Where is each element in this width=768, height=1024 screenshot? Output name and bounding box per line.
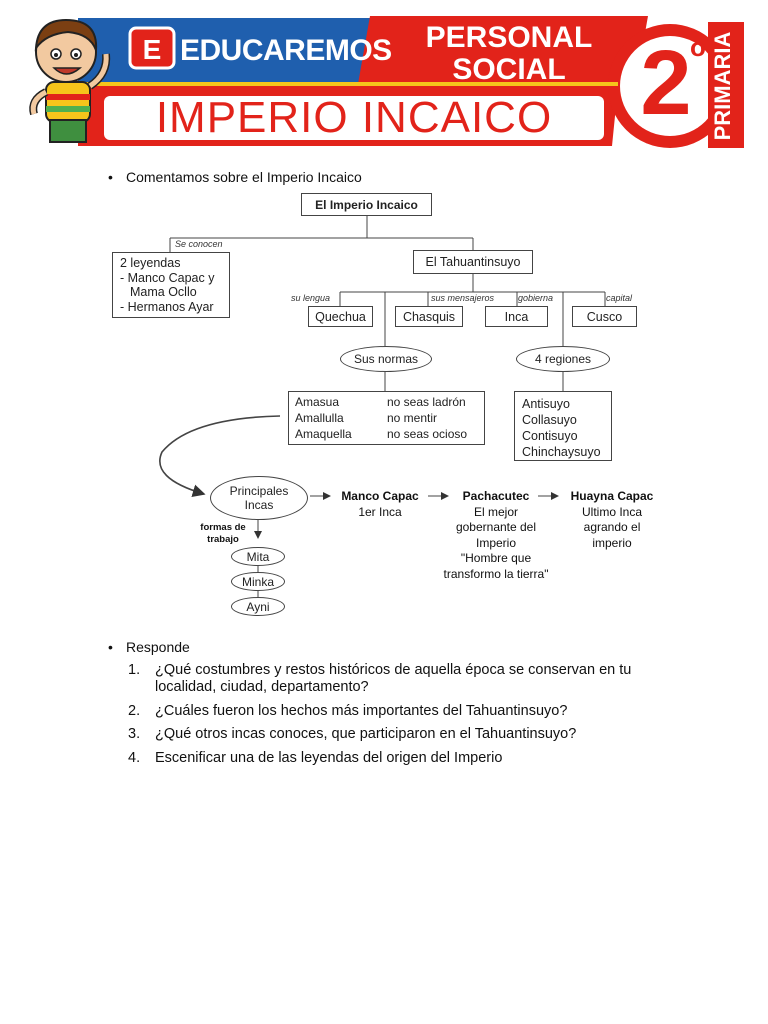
header-graphic (18, 14, 746, 150)
inca-name: Pachacutec (462, 489, 530, 503)
question-item: 4. Escenificar una de las leyendas del o… (128, 750, 668, 767)
norms-box: Amasua no seas ladrón Amallulla no menti… (288, 391, 485, 445)
regions-box: Antisuyo Collasuyo Contisuyo Chinchaysuy… (514, 391, 612, 461)
header-banner: E EDUCAREMOS PERSONAL SOCIAL IMPERIO INC… (18, 14, 746, 150)
subject-line-1: PERSONAL (425, 21, 593, 54)
work-label-line: trabajo (207, 534, 239, 545)
inca-desc: transformo la tierra" (443, 566, 549, 581)
branch-quechua: Quechua (308, 306, 373, 327)
region-item: Collasuyo (522, 413, 577, 427)
respond-bullet-line: • Responde (108, 639, 190, 655)
norm-right: no seas ladrón (387, 395, 466, 409)
intro-text: Comentamos sobre el Imperio Incaico (126, 169, 362, 185)
question-number: 3. (128, 726, 141, 742)
inca-huayna-capac: Huayna Capac Ultimo Inca agrando el impe… (562, 489, 662, 551)
branch-chasquis: Chasquis (395, 306, 463, 327)
normas-node: Sus normas (340, 346, 432, 372)
norm-right: no mentir (387, 411, 438, 425)
principales-node: Principales Incas (210, 476, 308, 520)
inca-desc: imperio (592, 535, 632, 550)
inca-pachacutec: Pachacutec El mejor gobernante del Imper… (426, 489, 566, 582)
inca-desc: Imperio (475, 535, 516, 550)
concept-map: El Imperio Incaico Se conocen 2 leyendas… (112, 193, 662, 616)
question-item: 3. ¿Qué otros incas conoces, que partici… (128, 726, 668, 743)
inca-desc: gobernante del (455, 520, 537, 534)
label-capital: capital (606, 293, 633, 303)
legends-line: - Hermanos Ayar (120, 299, 214, 314)
question-number: 1. (128, 662, 141, 678)
principales-line: Principales (229, 484, 289, 498)
norm-left: Amallulla (295, 411, 344, 425)
inca-desc: Ultimo Inca (581, 504, 643, 519)
brand-logo-letter: E (142, 34, 162, 65)
region-item: Chinchaysuyo (522, 445, 601, 459)
principales-line: Incas (244, 498, 274, 512)
inca-desc: 1er Inca (358, 504, 402, 519)
norm-right: no seas ocioso (387, 427, 468, 441)
topic-title: IMPERIO INCAICO (155, 93, 553, 142)
question-item: 2. ¿Cuáles fueron los hechos más importa… (128, 703, 668, 720)
legends-line: 2 leyendas (120, 256, 181, 270)
root-node: El Imperio Incaico (301, 193, 432, 216)
question-number: 4. (128, 750, 141, 766)
work-minka: Minka (231, 572, 285, 591)
legends-line: - Manco Capac y (120, 270, 215, 285)
respond-title: Responde (126, 639, 190, 655)
regiones-node: 4 regiones (516, 346, 610, 372)
mascot-kid-icon (29, 18, 111, 143)
inca-name: Huayna Capac (570, 489, 654, 503)
work-label: formas de trabajo (196, 522, 250, 546)
inca-desc: "Hombre que (460, 551, 532, 565)
inca-desc: El mejor (473, 504, 518, 519)
legends-line: Mama Ocllo (130, 285, 197, 299)
norm-left: Amasua (295, 395, 340, 409)
question-text: ¿Cuáles fueron los hechos más importante… (155, 703, 568, 719)
inca-desc: agrando el (583, 520, 641, 534)
grade-number: 2 (640, 32, 692, 134)
concept-map-lines (159, 216, 606, 597)
question-text: ¿Qué costumbres y restos históricos de a… (155, 662, 632, 695)
label-su-lengua: su lengua (291, 293, 331, 303)
brand-name: EDUCAREMOS (180, 34, 392, 67)
norm-left: Amaquella (295, 427, 352, 441)
subject-line-2: SOCIAL (452, 53, 566, 86)
inca-name: Manco Capac (341, 489, 419, 503)
grade-suffix: o (690, 32, 706, 62)
respond-bullet: • (108, 639, 113, 655)
question-text: ¿Qué otros incas conoces, que participar… (155, 726, 577, 742)
region-item: Antisuyo (522, 397, 570, 411)
intro-bullet: • (108, 169, 113, 185)
label-gobierna: gobierna (518, 293, 554, 303)
legends-box: 2 leyendas - Manco Capac y Mama Ocllo - … (112, 252, 230, 318)
question-number: 2. (128, 703, 141, 719)
inca-manco-capac: Manco Capac 1er Inca (334, 489, 426, 520)
region-item: Contisuyo (522, 429, 578, 443)
work-mita: Mita (231, 547, 285, 566)
label-se-conocen: Se conocen (175, 239, 223, 249)
label-sus-mensajeros: sus mensajeros (431, 293, 495, 303)
question-text: Escenificar una de las leyendas del orig… (155, 750, 503, 766)
work-ayni: Ayni (231, 597, 285, 616)
branch-inca: Inca (485, 306, 548, 327)
intro-bullet-line: • Comentamos sobre el Imperio Incaico (108, 169, 362, 185)
tahuantinsuyo-node: El Tahuantinsuyo (413, 250, 533, 274)
branch-cusco: Cusco (572, 306, 637, 327)
work-label-line: formas de (200, 522, 246, 533)
question-item: 1. ¿Qué costumbres y restos históricos d… (128, 662, 668, 696)
